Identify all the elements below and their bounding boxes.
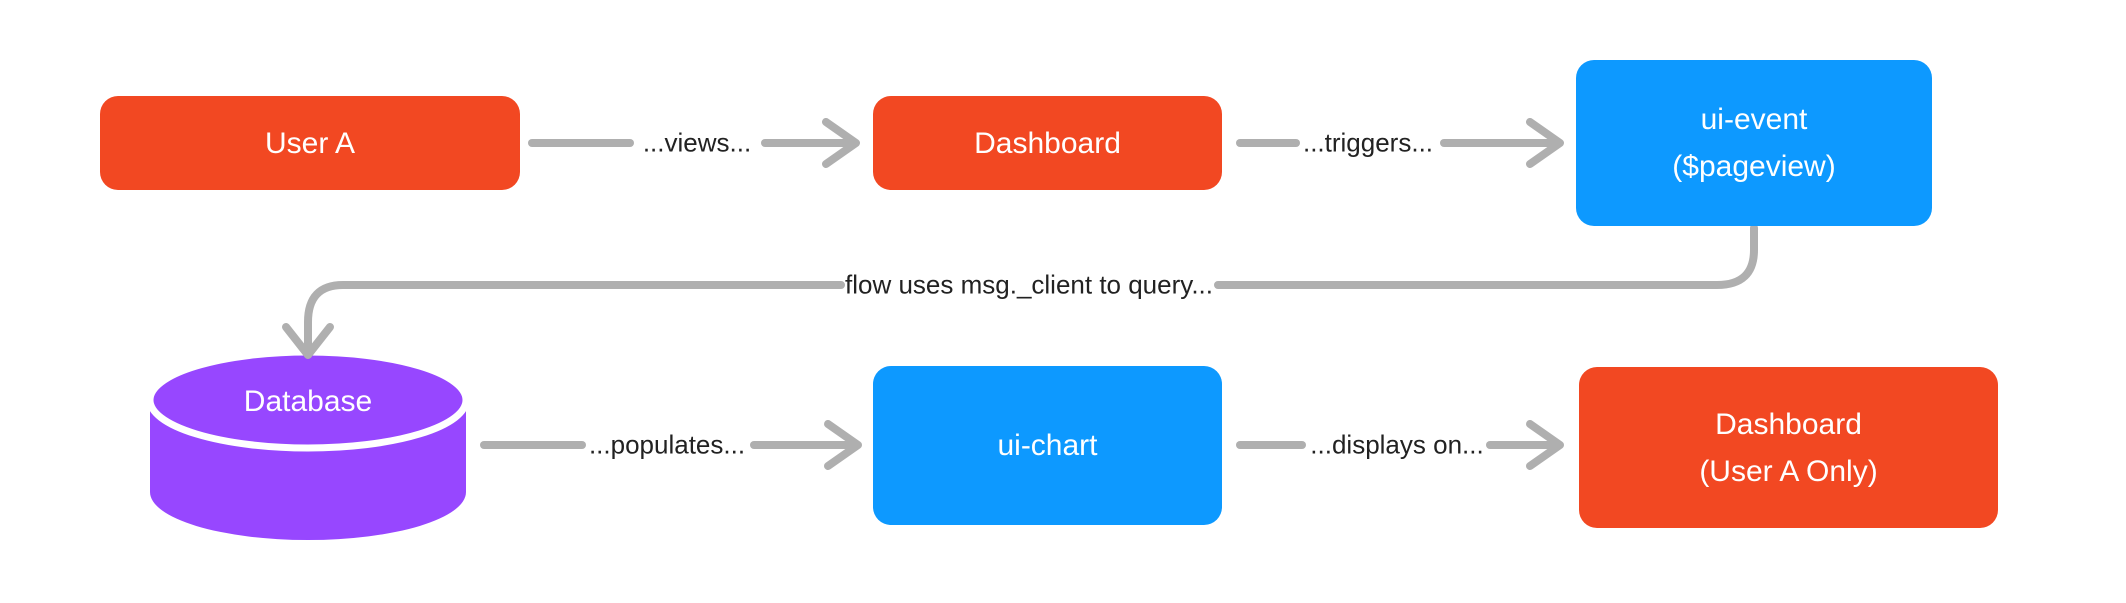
- connector-views[interactable]: [528, 118, 860, 168]
- arrowhead-right-icon: [1526, 118, 1564, 168]
- node-database-label: Database: [243, 385, 373, 418]
- node-user-a[interactable]: User A: [100, 96, 520, 190]
- node-ui-chart-label: ui-chart: [997, 429, 1098, 462]
- connector-displays-on[interactable]: [1236, 420, 1564, 470]
- edge-label-displays-on: ...displays on...: [1310, 429, 1484, 460]
- edge-label-triggers: ...triggers...: [1302, 127, 1434, 158]
- connector-triggers[interactable]: [1236, 118, 1564, 168]
- database-cylinder-body[interactable]: [150, 400, 466, 540]
- node-dashboard-user-a-label-line2: (User A Only): [1699, 454, 1878, 488]
- connector-query-segment: [1214, 224, 1758, 289]
- arrowhead-down-icon: [282, 323, 334, 359]
- node-user-a-label: User A: [264, 126, 356, 160]
- edge-label-populates: ...populates...: [588, 429, 746, 460]
- node-ui-event[interactable]: ui-event ($pageview): [1576, 60, 1932, 226]
- connector-query-segment: [304, 281, 845, 350]
- node-dashboard-user-a[interactable]: Dashboard (User A Only): [1579, 367, 1998, 528]
- connector-query[interactable]: [282, 224, 1758, 359]
- node-dashboard-user-a-label-line1: Dashboard: [1715, 407, 1862, 441]
- edge-label-query: flow uses msg._client to query...: [844, 269, 1214, 300]
- arrowhead-right-icon: [1526, 420, 1564, 470]
- arrowhead-right-icon: [822, 118, 860, 168]
- node-database-shape[interactable]: [146, 348, 470, 540]
- node-ui-event-label-line2: ($pageview): [1672, 150, 1836, 183]
- node-ui-chart[interactable]: ui-chart: [873, 366, 1222, 525]
- node-dashboard-label: Dashboard: [974, 126, 1121, 160]
- node-dashboard[interactable]: Dashboard: [873, 96, 1222, 190]
- node-ui-event-label-line1: ui-event: [1700, 103, 1808, 136]
- connector-populates[interactable]: [480, 420, 862, 470]
- edge-label-views: ...views...: [642, 127, 752, 158]
- arrowhead-right-icon: [824, 420, 862, 470]
